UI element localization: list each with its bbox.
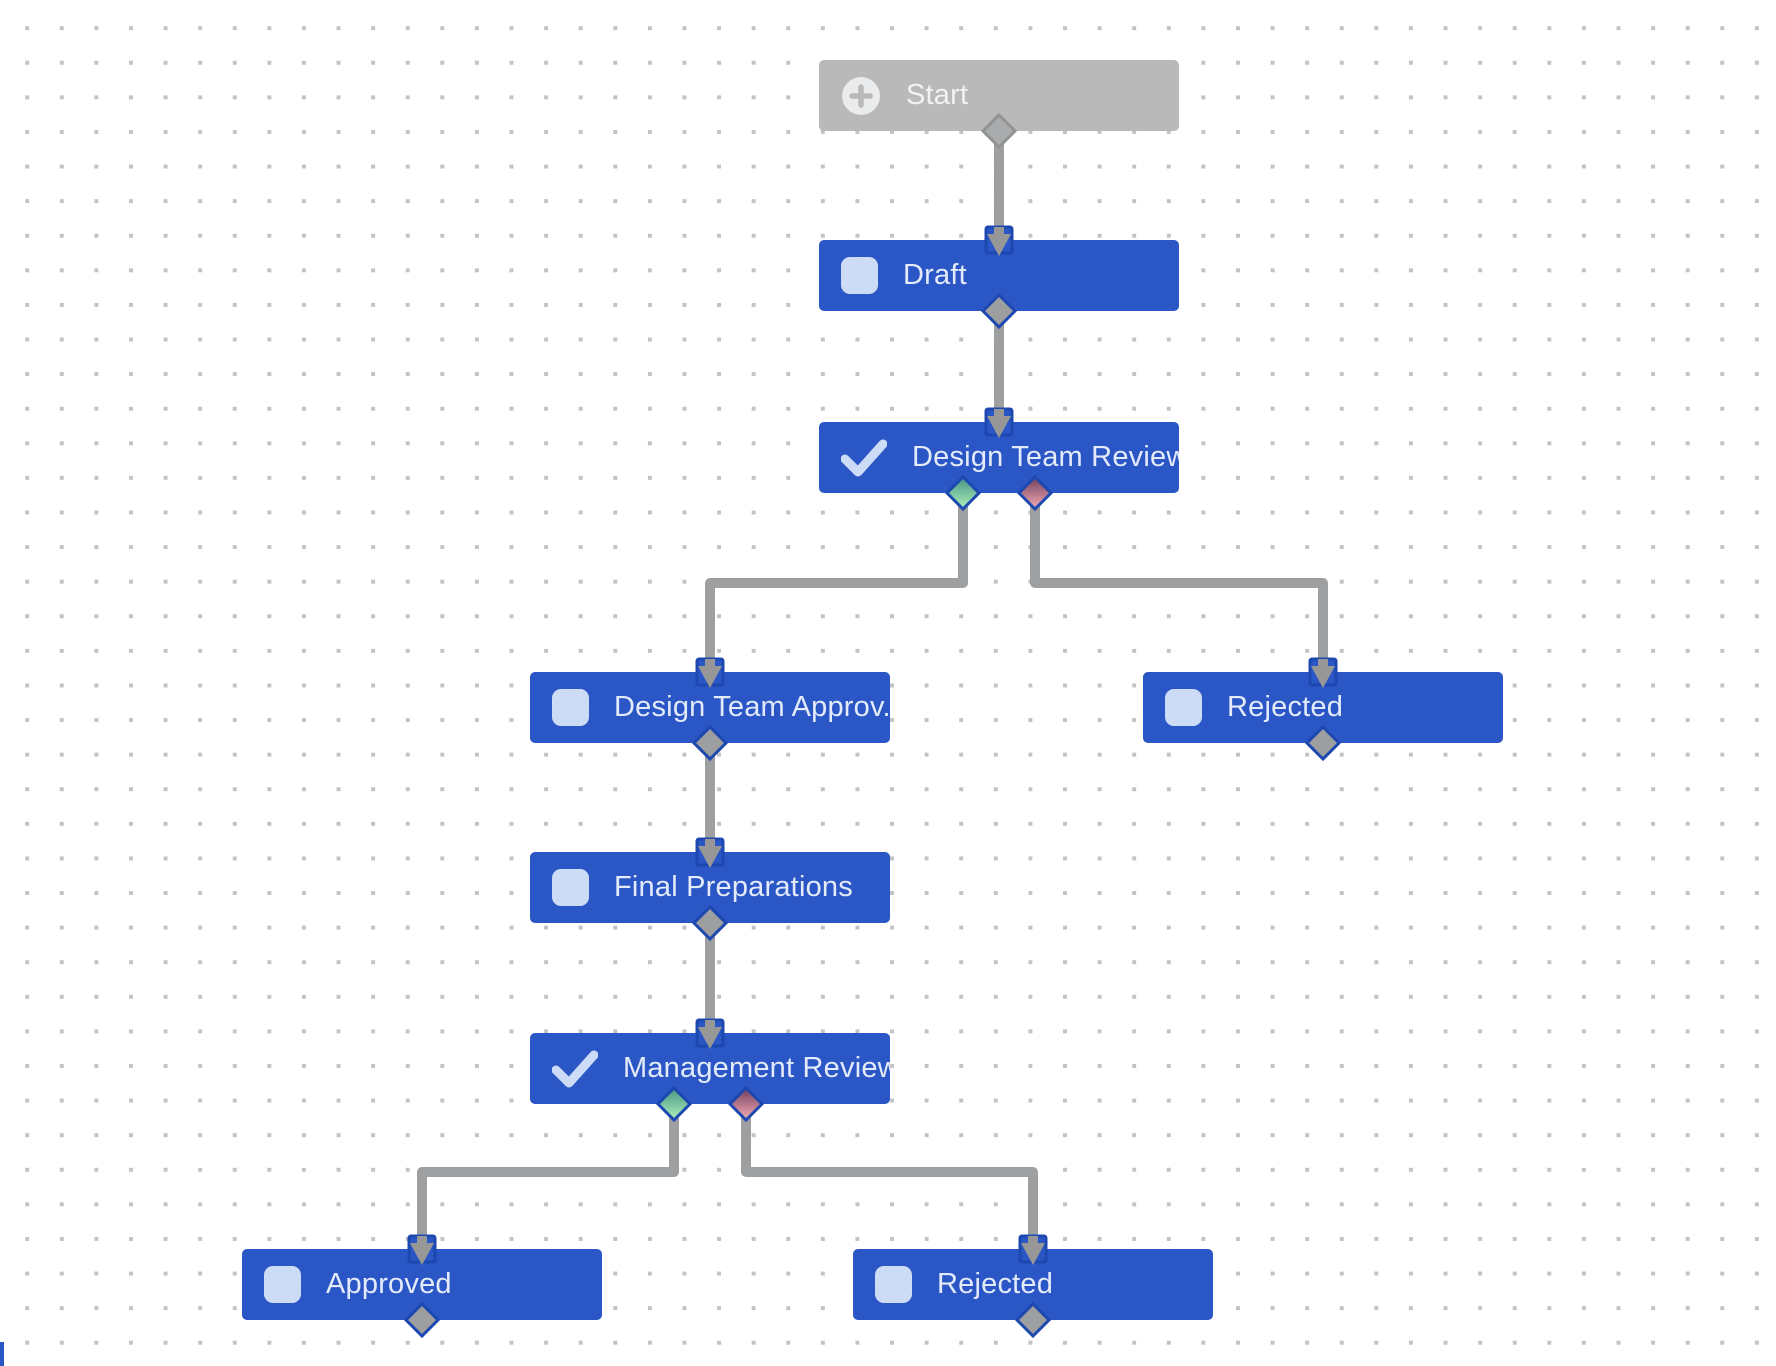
canvas-left-edge-mark	[0, 1342, 4, 1366]
node-draft[interactable]: Draft	[819, 240, 1179, 311]
edge-line	[1030, 493, 1328, 660]
task-square-icon	[552, 869, 589, 906]
edge-design-team-review-rejected[interactable]	[1030, 493, 1338, 688]
node-approved[interactable]: Approved	[242, 1249, 602, 1320]
edge-management-review-rejected[interactable]	[741, 1104, 1048, 1265]
node-label: Rejected	[937, 1268, 1054, 1300]
node-label: Final Preparations	[614, 871, 853, 903]
node-label: Start	[906, 79, 969, 111]
checkmark-icon	[841, 439, 887, 477]
node-rejected-top[interactable]: Rejected	[1143, 672, 1503, 743]
node-label: Management Review	[623, 1052, 890, 1084]
node-rejected-bottom[interactable]: Rejected	[853, 1249, 1213, 1320]
node-start[interactable]: Start	[819, 60, 1179, 131]
task-square-icon	[552, 689, 589, 726]
node-label: Design Team Approv.	[614, 691, 890, 723]
checkmark-icon	[552, 1050, 598, 1088]
edge-draft-design-team-review[interactable]	[984, 311, 1014, 438]
task-square-icon	[841, 257, 878, 294]
node-label: Design Team Review	[912, 441, 1179, 473]
edge-design-team-approved-final-preparations[interactable]	[695, 743, 725, 868]
task-square-icon	[875, 1266, 912, 1303]
node-management-review[interactable]: Management Review	[530, 1033, 890, 1104]
node-label: Rejected	[1227, 691, 1344, 723]
edge-line	[417, 1104, 679, 1237]
node-design-team-review[interactable]: Design Team Review	[819, 422, 1179, 493]
node-label: Approved	[326, 1268, 452, 1300]
node-design-team-approved[interactable]: Design Team Approv.	[530, 672, 890, 743]
edge-line	[741, 1104, 1038, 1237]
node-final-preparations[interactable]: Final Preparations	[530, 852, 890, 923]
task-square-icon	[264, 1266, 301, 1303]
task-square-icon	[1165, 689, 1202, 726]
edge-design-team-review-approved[interactable]	[695, 493, 968, 688]
plus-circle-icon	[841, 76, 881, 116]
node-label: Draft	[903, 259, 967, 291]
edge-management-review-approved[interactable]	[407, 1104, 679, 1265]
edge-start-draft[interactable]	[984, 131, 1014, 256]
edge-final-preparations-management-review[interactable]	[695, 923, 725, 1049]
edge-line	[705, 493, 968, 660]
